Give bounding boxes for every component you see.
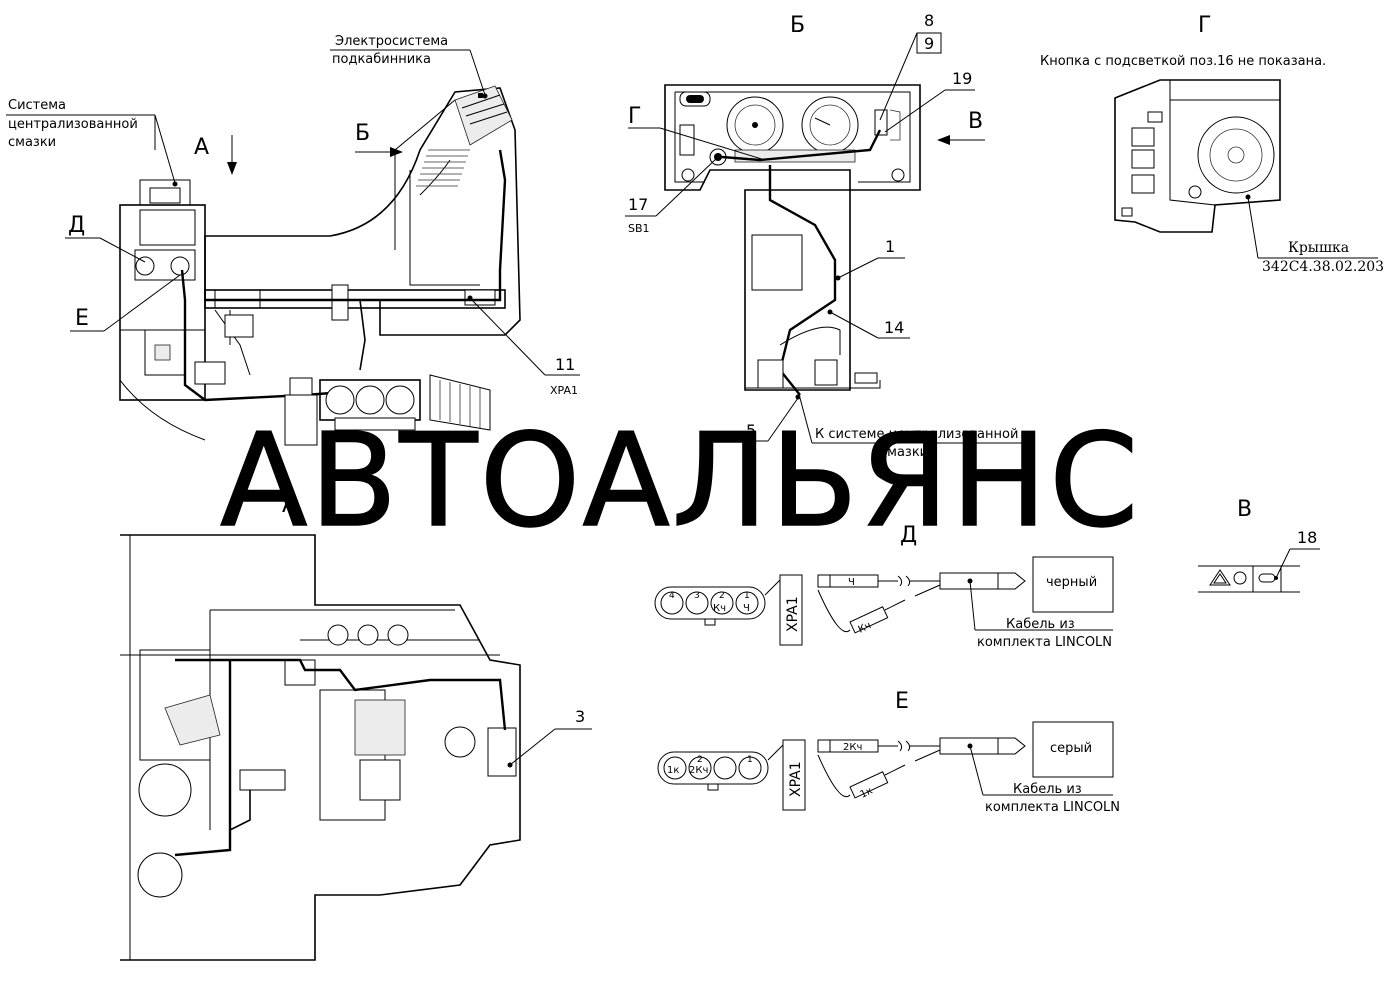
view-v-arrow: В: [937, 109, 985, 145]
subcab-line2: подкабинника: [332, 52, 431, 67]
conn-d-pin2: 2: [719, 591, 725, 601]
lube-system-line3: смазки: [8, 135, 56, 150]
conn-e-pin2: 2: [697, 755, 703, 765]
watermark: АВТОАЛЬЯНС: [220, 407, 1141, 556]
conn-d-pin1: 1: [744, 591, 750, 601]
subcab-electric-callout: Электросистема подкабинника: [330, 34, 488, 99]
to-lube-line2: смазки: [880, 445, 928, 460]
conn-e-cable-line1: Кабель из: [1013, 782, 1082, 797]
pos-17-number: 17: [628, 195, 648, 214]
conn-e-mark-2kch: 2Кч: [689, 765, 708, 776]
conn-e-xpa1: XPA1: [788, 761, 804, 797]
pos-18-number: 18: [1297, 528, 1317, 547]
wire-e-2-label: 1к: [859, 786, 875, 801]
conn-e-pin1: 1: [747, 755, 753, 765]
pos-8-9-callout: 8 9: [879, 11, 942, 121]
view-b-arrow-left: Б: [355, 121, 403, 157]
to-lube-callout: К системе централизованной смазки: [799, 397, 1032, 460]
detail-e-label: Е: [75, 306, 89, 331]
pos-19-number: 19: [952, 69, 972, 88]
conn-d-mark-kch: Кч: [713, 603, 726, 614]
dashboard-view: [664, 84, 921, 396]
conn-d-pin3: 3: [694, 591, 700, 601]
conn-d-mark-ch: Ч: [743, 603, 750, 614]
conn-d-cable-line1: Кабель из: [1006, 617, 1075, 632]
conn-e-mark-1k: 1к: [667, 765, 679, 776]
view-g-title: Г: [1198, 13, 1211, 38]
button-note: Кнопка с подсветкой поз.16 не показана.: [1040, 54, 1326, 69]
pos-17-sb1: SB1: [628, 222, 650, 235]
pos-14-number: 14: [884, 318, 904, 337]
pos-1-callout: 1: [835, 237, 905, 281]
pos-3-callout: 3: [507, 707, 592, 768]
conn-e-cable-line2: комплекта LINCOLN: [985, 800, 1120, 815]
pos-17-callout: 17 SB1: [625, 156, 719, 235]
pos-19-callout: 19: [884, 69, 975, 133]
cover-label: Крышка: [1288, 240, 1349, 256]
pos-11-xpa1: XPA1: [550, 384, 578, 397]
wire-e-1-label: 2Кч: [843, 742, 862, 753]
side-view: [119, 85, 521, 446]
conn-e-gray: серый: [1050, 741, 1092, 756]
subcab-line1: Электросистема: [335, 34, 448, 49]
view-a-label: А: [194, 135, 209, 160]
pos-11-number: 11: [555, 355, 575, 374]
pos-11-callout: 11 XPA1: [467, 295, 580, 397]
connector-e: 2 1 1к 2Кч XPA1 2Кч 1к серый Кабель из к…: [657, 721, 1120, 815]
cover-callout: Крышка 342С4.38.02.203: [1245, 194, 1384, 275]
view-a-title: А: [282, 493, 297, 518]
pos-14-callout: 14: [827, 309, 910, 339]
wire-d-2-label: Кч: [857, 620, 873, 635]
pos-5-number: 5: [746, 421, 756, 440]
view-d-title: Д: [900, 523, 917, 548]
pos-5-callout: 5: [742, 394, 801, 442]
view-b-title: Б: [790, 13, 805, 38]
to-lube-line1: К системе централизованной: [815, 427, 1018, 442]
conn-d-cable-line2: комплекта LINCOLN: [977, 635, 1112, 650]
view-e-title: Е: [895, 689, 909, 714]
detail-d-callout: Д: [65, 213, 146, 263]
view-g-drawing: [1114, 79, 1281, 233]
pos-8-number: 8: [924, 11, 934, 30]
conn-d-pin4: 4: [669, 591, 675, 601]
view-v-label-top: В: [968, 109, 983, 134]
lube-system-line2: централизованной: [8, 117, 138, 132]
view-g-marker: Г: [628, 104, 641, 129]
pos-1-number: 1: [885, 237, 895, 256]
pos-9-number: 9: [924, 34, 934, 53]
conn-d-black: черный: [1046, 575, 1097, 590]
cover-code: 342С4.38.02.203: [1262, 259, 1384, 275]
view-g-callout: Г: [628, 104, 766, 161]
connector-d: 4 3 2 1 Кч Ч XPA1 Ч Кч черный Кабель из …: [654, 556, 1114, 650]
detail-e-callout: Е: [70, 274, 181, 332]
detail-d-label: Д: [68, 213, 85, 238]
pos-18-callout: 18: [1275, 528, 1320, 579]
view-a-arrow: А: [194, 135, 237, 175]
view-v-drawing: [1198, 565, 1300, 593]
view-b-label-left: Б: [355, 121, 370, 146]
lube-system-line1: Система: [8, 98, 66, 113]
pos-3-number: 3: [575, 707, 585, 726]
top-view: [120, 534, 521, 961]
wire-d-1-label: Ч: [848, 577, 855, 588]
lube-system-callout: Система централизованной смазки: [6, 98, 178, 187]
conn-d-xpa1: XPA1: [785, 596, 801, 632]
view-v-title: В: [1237, 497, 1252, 522]
